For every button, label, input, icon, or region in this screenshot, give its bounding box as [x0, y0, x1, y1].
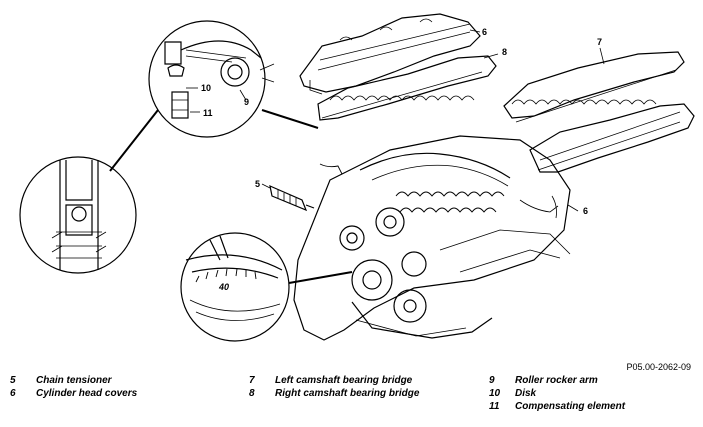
- legend-item: 6 Cylinder head covers: [10, 387, 137, 400]
- legend-text: Compensating element: [515, 401, 626, 412]
- legend-text: Cylinder head covers: [36, 388, 138, 399]
- figure-reference-code: P05.00-2062-09: [626, 362, 691, 372]
- callout-7: 7: [597, 37, 603, 47]
- legend-number: 11: [489, 401, 500, 412]
- legend-text: Right camshaft bearing bridge: [275, 388, 420, 399]
- left-camshaft-bearing-bridge: [503, 51, 685, 123]
- callout-6-top: 6: [482, 27, 488, 37]
- legend-number: 9: [489, 375, 495, 386]
- legend-item: 9 Roller rocker arm: [489, 374, 625, 387]
- legend-item: 5 Chain tensioner: [10, 374, 137, 387]
- legend-number: 5: [10, 375, 16, 386]
- callout-9: 9: [244, 97, 250, 107]
- legend-number: 10: [489, 388, 501, 399]
- timing-tick-label: 40: [219, 282, 230, 292]
- chain-tensioner: [269, 184, 315, 212]
- callout-10: 10: [201, 83, 212, 93]
- legend-column-1: 5 Chain tensioner 6 Cylinder head covers: [10, 374, 137, 400]
- timing-mark-detail-circle: [180, 232, 290, 342]
- legend-number: 6: [10, 388, 16, 399]
- legend-text: Roller rocker arm: [515, 375, 598, 386]
- legend-item: 7 Left camshaft bearing bridge: [249, 374, 419, 387]
- legend-text: Chain tensioner: [36, 375, 112, 386]
- right-camshaft-bearing-bridge: [317, 55, 497, 121]
- legend-column-2: 7 Left camshaft bearing bridge 8 Right c…: [249, 374, 419, 400]
- compensating-element-detail-circle: [19, 156, 137, 274]
- legend-item: 10 Disk: [489, 387, 625, 400]
- callout-11: 11: [203, 108, 213, 118]
- callout-6-right: 6: [583, 206, 589, 216]
- engine-assembly: [293, 135, 571, 341]
- legend-column-3: 9 Roller rocker arm 10 Disk 11 Compensat…: [489, 374, 625, 413]
- legend-text: Disk: [515, 388, 537, 399]
- legend-item: 11 Compensating element: [489, 400, 625, 413]
- legend-item: 8 Right camshaft bearing bridge: [249, 387, 419, 400]
- cylinder-head-cover-right: [529, 103, 695, 219]
- legend-number: 7: [249, 375, 255, 386]
- callout-8: 8: [502, 47, 508, 57]
- legend-number: 8: [249, 388, 255, 399]
- rocker-arm-detail-circle: [148, 20, 275, 138]
- callout-5: 5: [255, 179, 261, 189]
- cylinder-head-cover-left: [299, 13, 481, 95]
- legend-text: Left camshaft bearing bridge: [275, 375, 413, 386]
